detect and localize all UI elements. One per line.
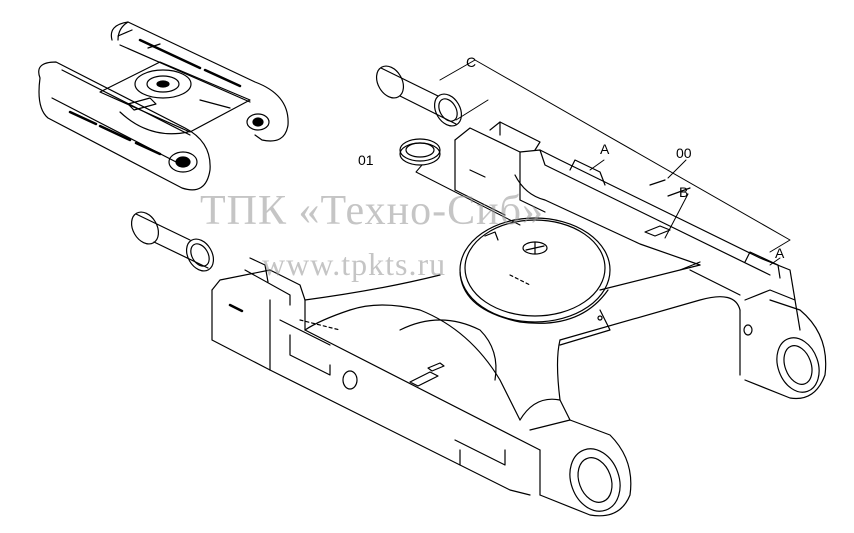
label-00: 00 — [676, 145, 692, 161]
bushing-upper — [375, 65, 463, 127]
seal-ring-01 — [399, 138, 441, 166]
main-frame — [211, 121, 827, 517]
label-a-lower: A — [775, 245, 785, 261]
overview-frame-drawing — [38, 21, 289, 191]
watermark-url: www.tpkts.ru — [262, 246, 447, 282]
watermark-company: ТПК «Техно-Сиб» — [200, 188, 544, 234]
label-a-upper: A — [600, 141, 610, 157]
label-01: 01 — [358, 152, 374, 168]
label-b: B — [679, 184, 689, 200]
label-c: C — [466, 54, 477, 70]
bushing-left — [130, 211, 215, 272]
dimension-lines — [415, 59, 791, 266]
